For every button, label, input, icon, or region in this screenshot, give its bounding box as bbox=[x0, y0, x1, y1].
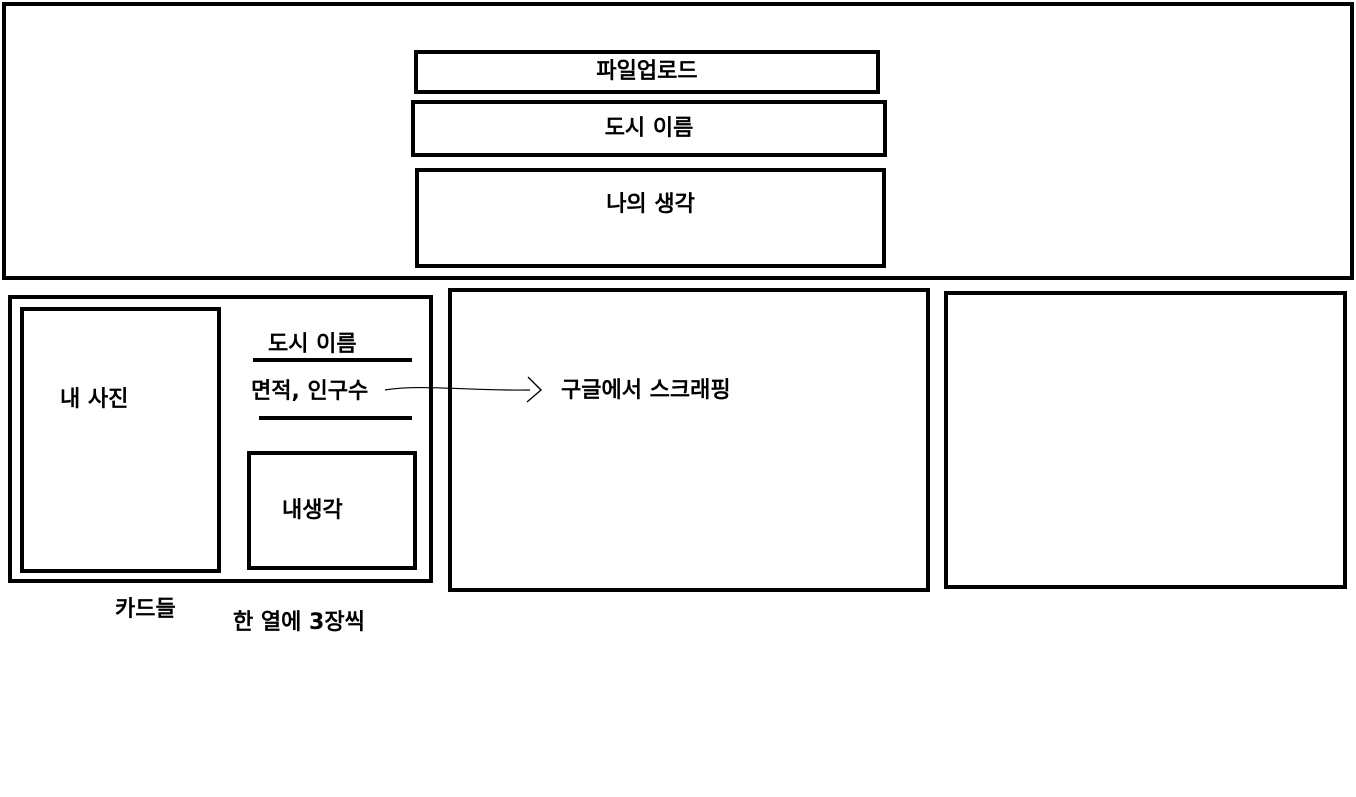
card-photo-label: 내 사진 bbox=[60, 387, 129, 412]
thoughts-textarea[interactable]: 나의 생각 bbox=[415, 168, 886, 268]
file-upload-button[interactable]: 파일업로드 bbox=[414, 50, 880, 94]
card-thoughts bbox=[247, 451, 417, 570]
file-upload-label: 파일업로드 bbox=[596, 59, 698, 84]
thoughts-textarea-label: 나의 생각 bbox=[606, 192, 695, 217]
card-city-name: 도시 이름 bbox=[268, 332, 357, 357]
cards-note: 카드들 bbox=[115, 597, 176, 622]
card-photo bbox=[20, 307, 221, 573]
city-card-3[interactable] bbox=[944, 291, 1347, 589]
city-name-input[interactable]: 도시 이름 bbox=[411, 100, 887, 157]
card-divider-bottom bbox=[259, 416, 412, 420]
scraping-note: 구글에서 스크래핑 bbox=[561, 378, 731, 403]
city-name-input-label: 도시 이름 bbox=[604, 115, 694, 141]
card-area-population: 면적, 인구수 bbox=[251, 379, 369, 404]
per-row-note: 한 열에 3장씩 bbox=[233, 610, 365, 635]
card-thoughts-label: 내생각 bbox=[282, 498, 343, 523]
card-divider-top bbox=[253, 358, 412, 362]
city-card-2[interactable] bbox=[448, 288, 930, 592]
